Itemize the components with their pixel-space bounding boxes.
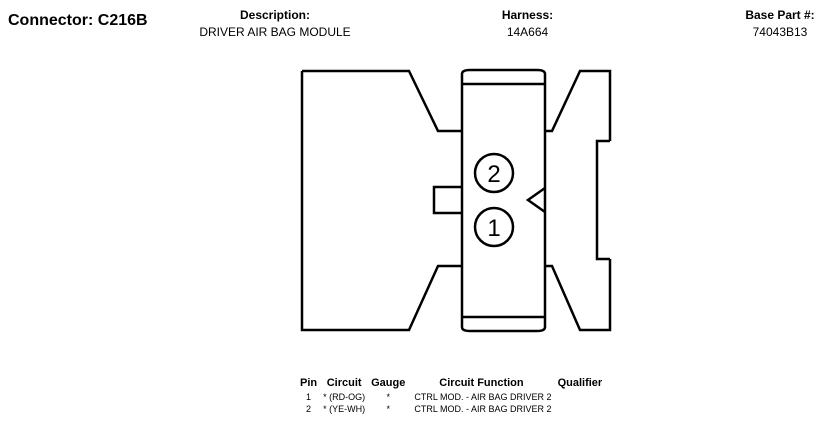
harness-value: 14A664 [506, 25, 549, 39]
base-part-value: 74043B13 [752, 25, 808, 39]
header-qualifier: Qualifier [557, 377, 603, 389]
row-qualifier [555, 403, 606, 415]
pin-cavity-1 [473, 206, 515, 248]
row-gauge: * [386, 392, 390, 402]
base-part-column: Base Part #: 74043B13 [728, 8, 822, 39]
description-value: DRIVER AIR BAG MODULE [199, 25, 351, 39]
connector-center-block [460, 68, 547, 333]
row-pin: 1 [306, 392, 312, 402]
connector-lock-tab [432, 185, 462, 215]
row-circuit: * (RD-OG) [323, 392, 366, 402]
harness-column: Harness: 14A664 [470, 8, 585, 39]
connector-title: Connector: C216B [8, 12, 148, 29]
connector-key-notch [525, 186, 546, 214]
row-qualifier [555, 391, 606, 403]
connector-right-latch-upper [545, 69, 612, 141]
connector-right-latch-lower [545, 259, 612, 332]
row-gauge: * [386, 404, 390, 414]
connector-left-housing [302, 69, 462, 133]
header-circuit: Circuit [326, 377, 362, 389]
pin-table-header: Pin Circuit Gauge Circuit Function Quali… [297, 377, 605, 391]
header-pin: Pin [300, 377, 318, 389]
table-row: 1 * (RD-OG) * CTRL MOD. - AIR BAG DRIVER… [297, 391, 605, 403]
connector-left-housing-bottom [300, 71, 462, 332]
harness-label: Harness: [501, 8, 554, 22]
pin-number-2: 2 [487, 161, 500, 188]
table-row: 2 * (YE-WH) * CTRL MOD. - AIR BAG DRIVER… [297, 403, 605, 415]
header-gauge: Gauge [371, 377, 406, 389]
header-function: Circuit Function [439, 377, 524, 389]
pin-number-1: 1 [487, 215, 500, 242]
row-circuit: * (YE-WH) [323, 404, 366, 414]
row-function: CTRL MOD. - AIR BAG DRIVER 2 [414, 404, 552, 414]
description-column: Description: DRIVER AIR BAG MODULE [170, 8, 380, 39]
base-part-label: Base Part #: [745, 8, 815, 22]
pin-cavity-2 [473, 152, 515, 194]
connector-side-slot [595, 139, 610, 261]
row-function: CTRL MOD. - AIR BAG DRIVER 2 [414, 392, 552, 402]
pin-table: Pin Circuit Gauge Circuit Function Quali… [297, 377, 605, 415]
row-pin: 2 [306, 404, 312, 414]
description-label: Description: [239, 8, 310, 22]
